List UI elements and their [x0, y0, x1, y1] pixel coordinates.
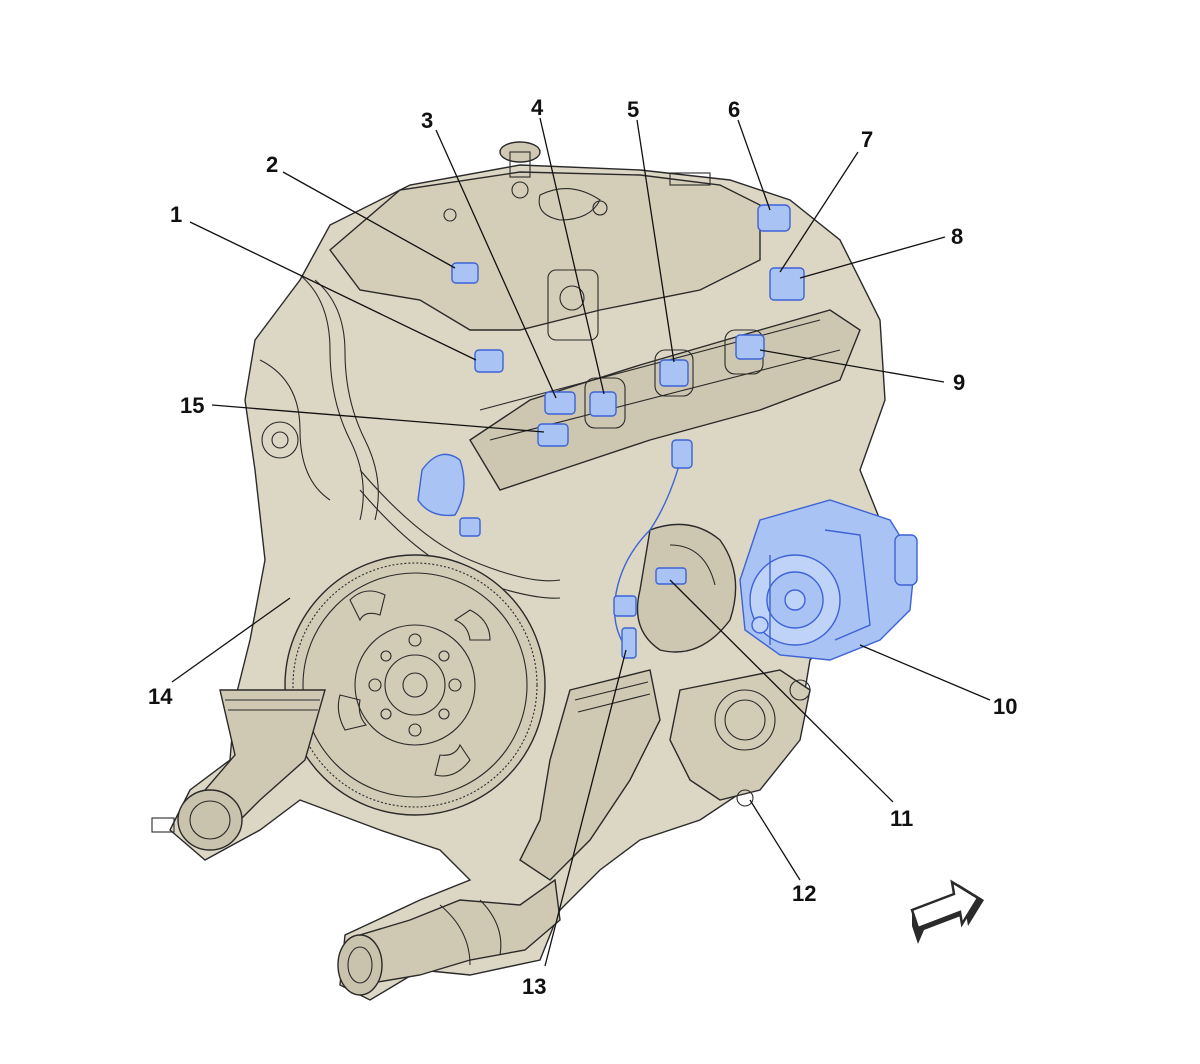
part-10-alternator [739, 499, 918, 661]
part-6-sensor [757, 204, 791, 232]
part-3-ignition-coil [544, 391, 576, 415]
flywheel [284, 554, 546, 816]
callout-9: 9 [953, 370, 965, 395]
leader-7 [779, 151, 859, 273]
engine-illustration [151, 141, 918, 1001]
callout-7: 7 [861, 127, 873, 152]
part-2-sensor [451, 262, 479, 284]
part-fuel-pump [417, 453, 465, 517]
callout-5: 5 [627, 97, 639, 122]
part-8-sensor [769, 267, 805, 301]
left-exhaust-flange [177, 789, 243, 851]
callout-10: 10 [993, 694, 1017, 719]
leader-3 [435, 129, 557, 399]
leader-8 [799, 236, 946, 279]
callout-1: 1 [170, 202, 182, 227]
part-4-ignition-coil [589, 391, 617, 417]
left-catalytic-converter [204, 689, 326, 821]
leader-1 [189, 221, 477, 361]
lower-bracket [669, 669, 811, 801]
callout-2: 2 [266, 152, 278, 177]
part-9-ignition-coil [735, 334, 765, 360]
part-13-oxygen-sensor-harness [613, 454, 683, 651]
leader-10 [859, 644, 991, 701]
direction-arrow-icon [910, 879, 984, 944]
leader-11 [669, 579, 894, 803]
leader-5 [636, 119, 675, 363]
callout-11: 11 [890, 806, 913, 831]
part-15-ignition-coil [537, 423, 569, 447]
callout-15: 15 [180, 393, 204, 418]
callout-4: 4 [531, 95, 544, 120]
right-catalytic-converter [519, 669, 661, 881]
part-5-ignition-coil [659, 359, 689, 387]
part-1-connector [474, 349, 504, 373]
callout-14: 14 [148, 684, 173, 709]
leader-9 [759, 349, 945, 383]
leader-12 [749, 799, 801, 881]
intake-cover [329, 171, 761, 331]
leader-15 [211, 404, 545, 433]
callout-8: 8 [951, 224, 963, 249]
callout-12: 12 [792, 881, 816, 906]
leader-lines [171, 117, 991, 967]
leader-13 [544, 649, 627, 967]
leader-14 [171, 597, 291, 683]
front-exhaust-flange [337, 934, 383, 996]
leader-6 [737, 119, 771, 211]
callout-labels: 1 2 3 4 5 6 7 8 9 10 11 12 13 14 15 [148, 95, 1017, 999]
leader-4 [539, 117, 605, 395]
callout-13: 13 [522, 974, 546, 999]
callout-3: 3 [421, 108, 433, 133]
callout-6: 6 [728, 97, 740, 122]
leader-2 [282, 171, 456, 269]
